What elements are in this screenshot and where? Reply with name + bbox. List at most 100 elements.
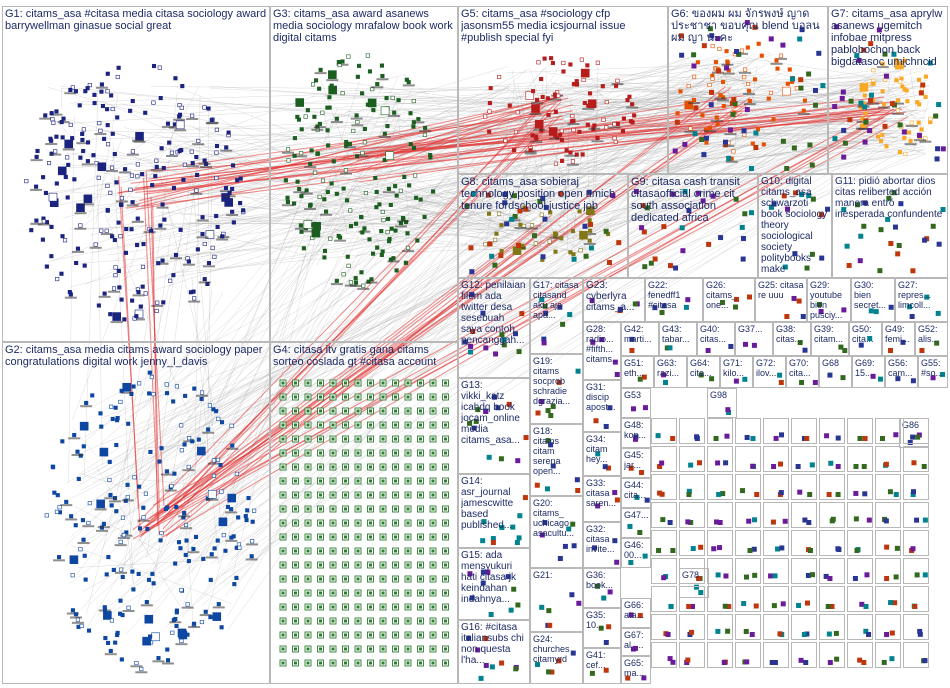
node xyxy=(675,111,680,116)
node xyxy=(355,120,360,125)
node xyxy=(96,303,101,308)
node xyxy=(704,140,709,145)
node xyxy=(113,265,118,270)
node xyxy=(756,41,761,46)
node xyxy=(322,255,327,260)
node xyxy=(600,84,605,89)
node-label xyxy=(722,145,735,148)
edge xyxy=(80,145,771,491)
edge xyxy=(368,136,899,214)
node xyxy=(721,104,726,109)
group-box-g30: G30: bien secret... xyxy=(851,278,895,322)
node xyxy=(362,140,367,145)
node xyxy=(487,109,492,114)
edge xyxy=(168,256,204,288)
node xyxy=(111,286,117,291)
minor-group-cell xyxy=(791,474,817,500)
node xyxy=(68,87,73,93)
node-label xyxy=(200,166,213,169)
node-label xyxy=(330,283,343,286)
node xyxy=(140,172,145,177)
edge xyxy=(106,425,193,526)
node xyxy=(102,136,107,141)
node-label xyxy=(154,227,167,230)
group-box-g35: G35: 10... xyxy=(583,608,621,648)
node xyxy=(104,228,109,233)
node xyxy=(80,137,85,142)
node xyxy=(135,242,140,248)
node-label xyxy=(188,300,201,303)
group-box-g71: G71: kilo... xyxy=(720,356,753,388)
node xyxy=(200,215,205,220)
node xyxy=(81,148,86,154)
group-label-g37: G37... xyxy=(738,324,763,334)
node xyxy=(513,129,519,135)
node-label xyxy=(196,236,209,239)
edge xyxy=(885,85,917,120)
group-label-g55: G55: #so... xyxy=(921,358,944,378)
node xyxy=(68,122,73,127)
group-box-g33: G33: citasa saren... xyxy=(583,476,621,522)
edge xyxy=(577,93,621,154)
node xyxy=(115,74,120,80)
bridge-edge xyxy=(359,106,886,183)
node xyxy=(80,131,85,136)
node xyxy=(322,197,327,202)
node xyxy=(299,151,304,156)
edge xyxy=(553,114,893,153)
edge xyxy=(302,109,419,215)
minor-group-cell xyxy=(847,642,873,668)
node xyxy=(768,90,774,96)
node xyxy=(65,195,70,200)
node xyxy=(802,98,807,103)
node-label xyxy=(198,281,211,284)
node-label xyxy=(549,98,562,101)
node xyxy=(564,148,569,153)
minor-group-cell xyxy=(707,642,733,668)
node xyxy=(580,152,585,157)
node xyxy=(49,224,54,229)
edge xyxy=(76,156,378,575)
group-label-g46: G46: 00... xyxy=(624,540,644,560)
minor-group-cell xyxy=(875,446,901,472)
edge xyxy=(180,113,593,553)
group-label-g35: G35: 10... xyxy=(586,610,606,630)
edge xyxy=(70,207,585,230)
edge xyxy=(216,122,727,565)
node xyxy=(405,231,410,236)
node-label xyxy=(126,153,139,156)
edge xyxy=(51,86,511,262)
edge xyxy=(120,248,584,500)
node-label xyxy=(299,230,312,233)
node-label xyxy=(89,246,102,249)
node-label xyxy=(378,135,391,138)
node xyxy=(483,114,488,119)
node xyxy=(325,189,330,195)
node xyxy=(54,134,59,139)
minor-group-cell xyxy=(651,614,677,640)
node xyxy=(285,195,290,200)
edge xyxy=(82,150,870,592)
edge xyxy=(217,94,737,177)
group-label-g38: G38: citas... xyxy=(776,324,803,344)
node-label xyxy=(529,113,542,116)
node xyxy=(686,83,691,89)
node xyxy=(305,108,310,113)
node xyxy=(128,108,133,113)
node xyxy=(329,181,334,186)
node xyxy=(78,223,83,228)
node xyxy=(559,128,564,133)
node xyxy=(428,153,433,158)
group-box-g2: G2: citams_asa media citams award sociol… xyxy=(2,342,270,684)
node xyxy=(614,83,619,88)
node xyxy=(43,113,48,118)
node xyxy=(34,184,39,189)
node xyxy=(74,260,79,266)
edge xyxy=(604,80,922,125)
node xyxy=(721,79,726,84)
edge xyxy=(183,256,340,605)
edge xyxy=(52,127,167,207)
node xyxy=(73,89,78,94)
node xyxy=(778,53,784,58)
